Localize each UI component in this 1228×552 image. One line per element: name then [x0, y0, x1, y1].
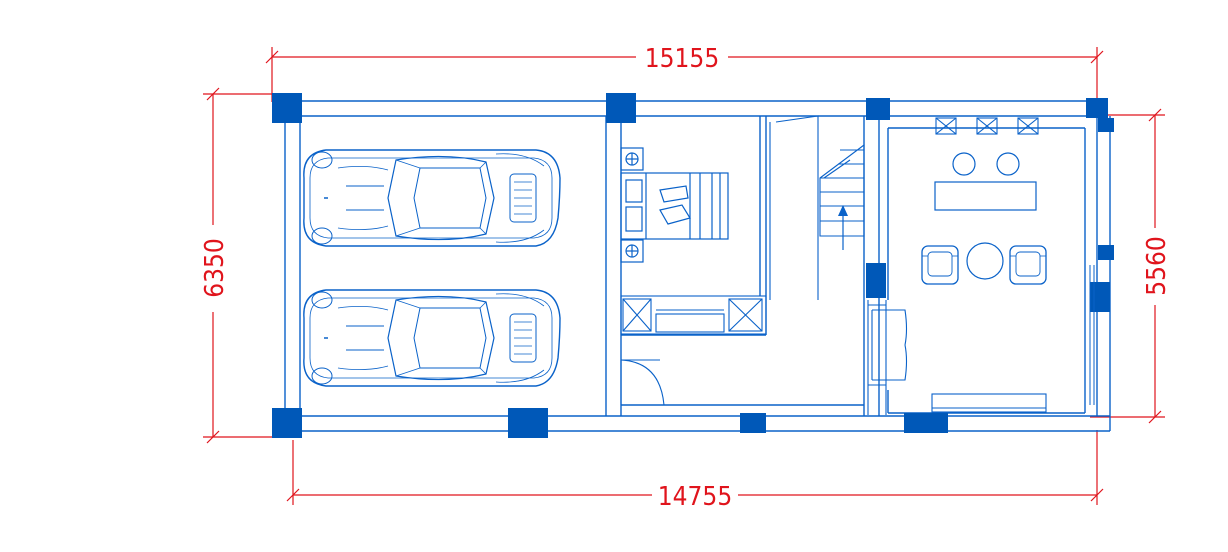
- dimension-left-label: 6350: [200, 238, 230, 298]
- columns: [272, 93, 1114, 438]
- dimension-right: [1090, 108, 1165, 424]
- armchair-icon: [1009, 245, 1047, 285]
- dimension-left: [203, 87, 272, 444]
- right-window: [1089, 265, 1095, 405]
- dining-stools: [952, 152, 1020, 176]
- tv-cabinet: [931, 393, 1047, 413]
- dimension-top: [265, 47, 1104, 102]
- staircase: [819, 143, 865, 237]
- stair-arrow-icon: [838, 205, 848, 250]
- wardrobe: [620, 295, 767, 335]
- stair-wall: [769, 115, 819, 300]
- car-icon: [303, 149, 561, 247]
- dimension-bottom: [286, 430, 1104, 505]
- double-door: [867, 300, 908, 415]
- living-room-windows: [935, 117, 1039, 135]
- walls: [284, 100, 1111, 432]
- dimension-top-label: 15155: [645, 44, 719, 74]
- dimension-bottom-label: 14755: [658, 482, 732, 512]
- dimension-right-label: 5560: [1142, 236, 1172, 296]
- round-table: [966, 242, 1004, 280]
- door-swing-icon: [620, 359, 665, 406]
- bed-icon: [620, 147, 729, 263]
- armchair-icon: [921, 245, 959, 285]
- counter-table: [934, 181, 1037, 211]
- car-icon: [303, 289, 561, 387]
